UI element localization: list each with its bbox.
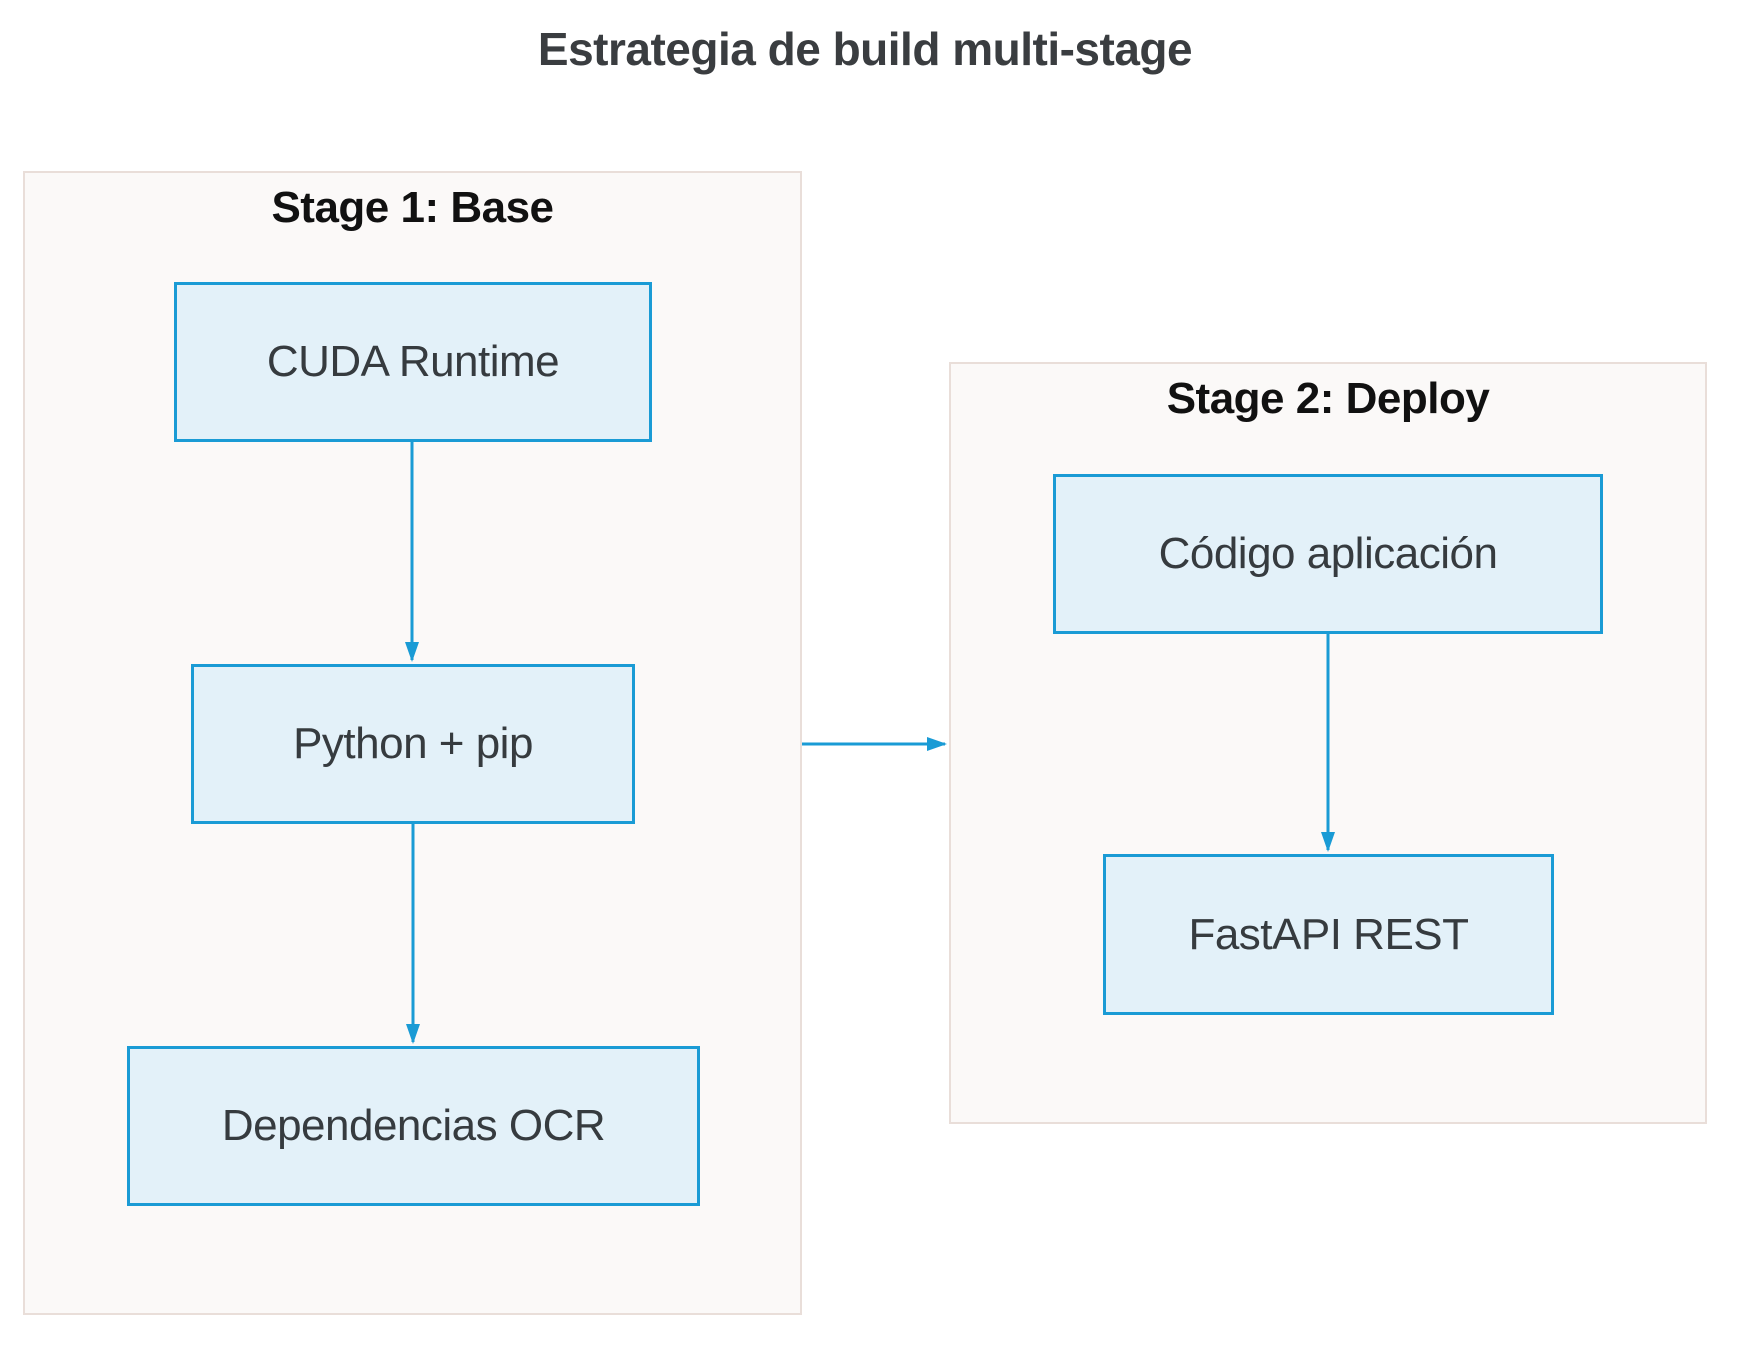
node-python: Python + pip	[191, 664, 635, 824]
cluster-stage1-label: Stage 1: Base	[271, 183, 554, 232]
node-deps-label: Dependencias OCR	[221, 1101, 606, 1150]
diagram-title: Estrategia de build multi-stage	[537, 23, 1193, 75]
node-codigo-label: Código aplicación	[1158, 529, 1498, 578]
node-codigo: Código aplicación	[1053, 474, 1603, 634]
node-deps: Dependencias OCR	[127, 1046, 700, 1206]
node-fastapi-label: FastAPI REST	[1188, 909, 1469, 959]
node-fastapi: FastAPI REST	[1103, 854, 1554, 1015]
cluster-stage2-label: Stage 2: Deploy	[1166, 374, 1490, 423]
node-cuda-label: CUDA Runtime	[266, 337, 560, 386]
node-python-label: Python + pip	[293, 719, 533, 768]
node-cuda: CUDA Runtime	[174, 282, 652, 442]
